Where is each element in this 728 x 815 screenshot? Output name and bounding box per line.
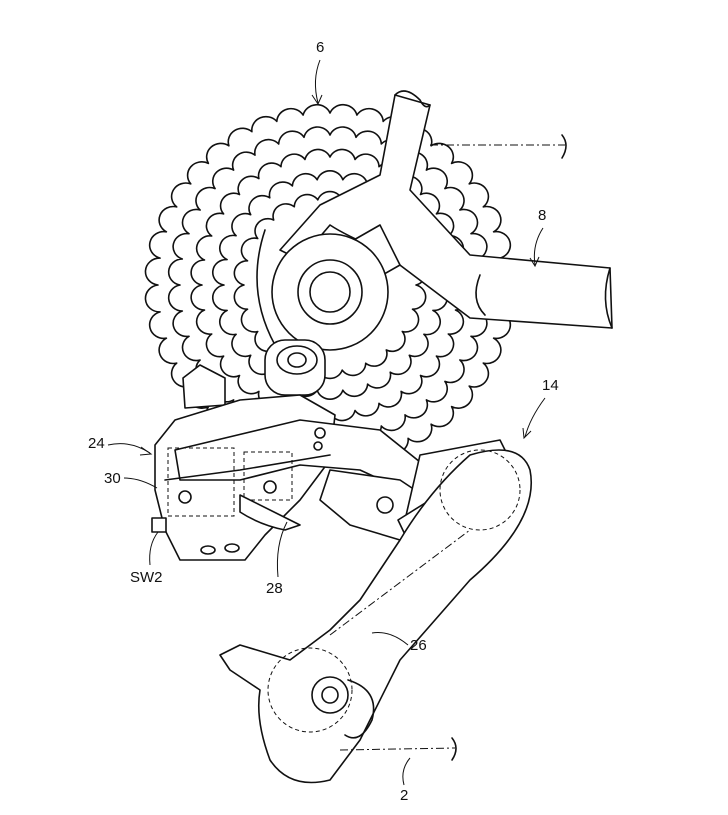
label-30: 30 — [104, 470, 121, 487]
mounting-bolt — [182, 339, 326, 409]
label-24: 24 — [88, 435, 105, 452]
label-28: 28 — [266, 580, 283, 597]
label-sw2: SW2 — [130, 569, 163, 586]
hub — [256, 229, 389, 351]
base-member — [151, 394, 431, 561]
label-26: 26 — [410, 637, 427, 654]
label-8: 8 — [538, 207, 546, 224]
label-2: 2 — [400, 787, 408, 804]
chain-guide — [219, 449, 532, 784]
label-14: 14 — [542, 377, 559, 394]
label-6: 6 — [316, 39, 324, 56]
reference-labels: 6 8 14 24 30 SW2 28 26 2 — [88, 39, 559, 804]
